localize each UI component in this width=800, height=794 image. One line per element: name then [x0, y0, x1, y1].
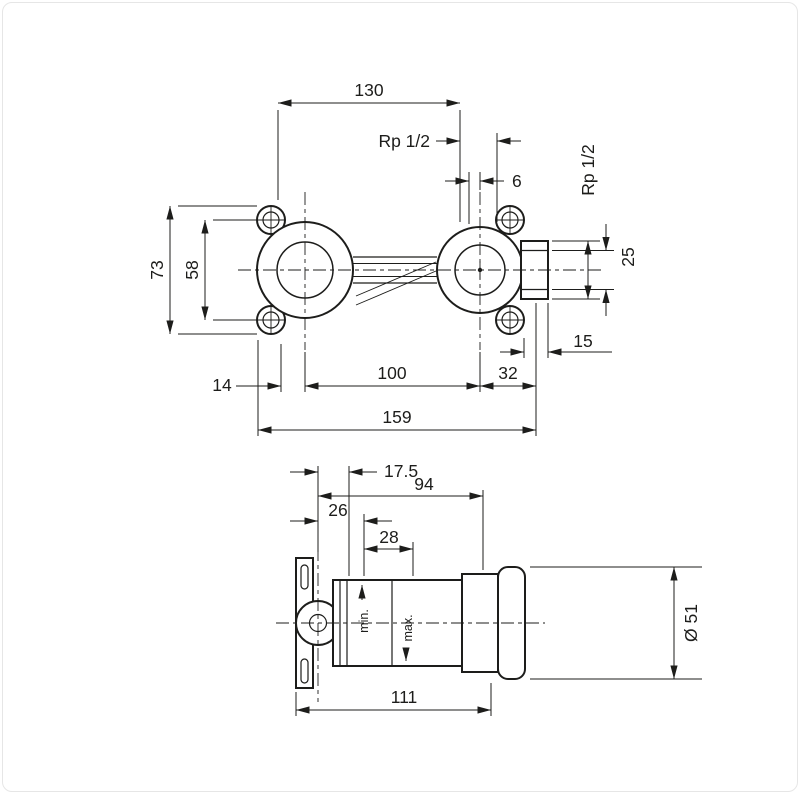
- thread-side-label: Rp 1/2: [578, 144, 598, 196]
- dim-diameter: Ø 51: [530, 566, 702, 680]
- dim-body-length-label: 94: [414, 474, 434, 494]
- dim-right-margin-label: 32: [498, 363, 517, 383]
- dim-outlet-offset: 15: [500, 303, 612, 358]
- dim-outlet-height-label: 25: [618, 247, 638, 266]
- dim-mid-depth: 28: [364, 527, 414, 576]
- dim-overall-width-label: 159: [382, 407, 411, 427]
- dim-flange-height: 73: [147, 205, 257, 335]
- dim-overall-depth: 111: [295, 683, 492, 716]
- side-view: min. max. 17.5 94 26: [276, 461, 702, 716]
- max-marker-label: max.: [401, 614, 415, 641]
- dim-bottom-chain: 14 100 32 159: [212, 303, 537, 436]
- min-marker-label: min.: [357, 609, 371, 633]
- dim-outlet-height: 25: [552, 224, 638, 316]
- dim-thread-top: Rp 1/2: [378, 131, 521, 222]
- dim-overall-depth-label: 111: [391, 687, 418, 707]
- dim-hole-spacing: 58: [182, 219, 262, 321]
- dim-mid-depth-label: 28: [379, 527, 398, 547]
- dim-front-depth: 26: [290, 500, 392, 576]
- dim-port-offset-label: 6: [512, 171, 522, 191]
- front-view: 130 Rp 1/2 6 Rp 1/2: [147, 80, 638, 436]
- plaster-depth-markings: min. max.: [357, 585, 415, 661]
- dim-front-depth-label: 26: [328, 500, 347, 520]
- connecting-bar: [353, 256, 437, 306]
- dim-body-length: 94: [318, 474, 484, 570]
- dim-port-offset: 6: [445, 171, 522, 224]
- dim-hole-spacing-label: 58: [182, 260, 202, 279]
- dim-width-label: 130: [354, 80, 383, 100]
- fixing-holes: [258, 207, 523, 333]
- thread-top-label: Rp 1/2: [378, 131, 430, 151]
- dim-width: 130: [277, 80, 461, 222]
- dim-left-margin-label: 14: [212, 375, 232, 395]
- dim-body-spacing-label: 100: [377, 363, 406, 383]
- dim-thread-side: Rp 1/2: [552, 144, 600, 300]
- dim-flange-height-label: 73: [147, 260, 167, 279]
- dim-min-depth: 17.5: [290, 461, 418, 576]
- bar-diagonal: [355, 270, 437, 306]
- dim-min-depth-label: 17.5: [384, 461, 418, 481]
- bracket-slot: [300, 658, 309, 684]
- dim-diameter-label: Ø 51: [681, 604, 701, 642]
- bracket-slot: [300, 564, 309, 590]
- dim-outlet-offset-label: 15: [573, 331, 592, 351]
- bar-diagonal: [355, 261, 437, 297]
